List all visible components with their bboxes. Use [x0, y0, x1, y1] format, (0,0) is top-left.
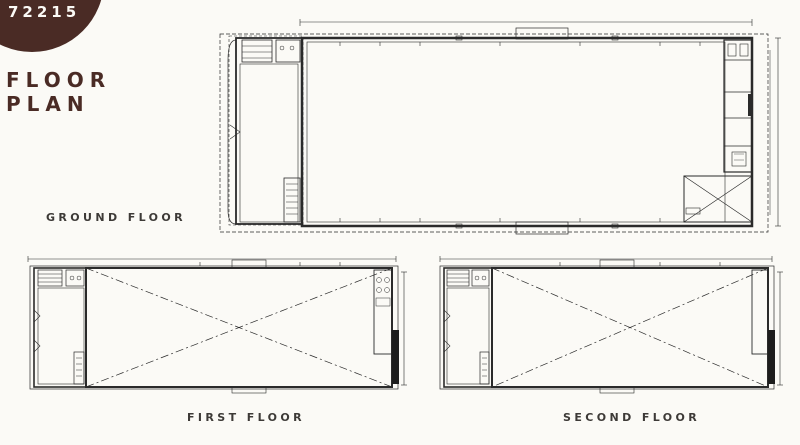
second-floor-label: SECOND FLOOR: [563, 411, 701, 424]
first-floor-plan: [27, 256, 407, 394]
page-title-line-1: FLOOR: [6, 68, 112, 92]
page-title-line-2: PLAN: [6, 92, 90, 116]
listing-code: 72215: [8, 3, 81, 21]
first-floor-label: FIRST FLOOR: [187, 411, 306, 424]
ground-floor-plan: [219, 19, 781, 235]
second-floor-plan: [439, 256, 783, 394]
ground-floor-label: GROUND FLOOR: [46, 211, 187, 224]
